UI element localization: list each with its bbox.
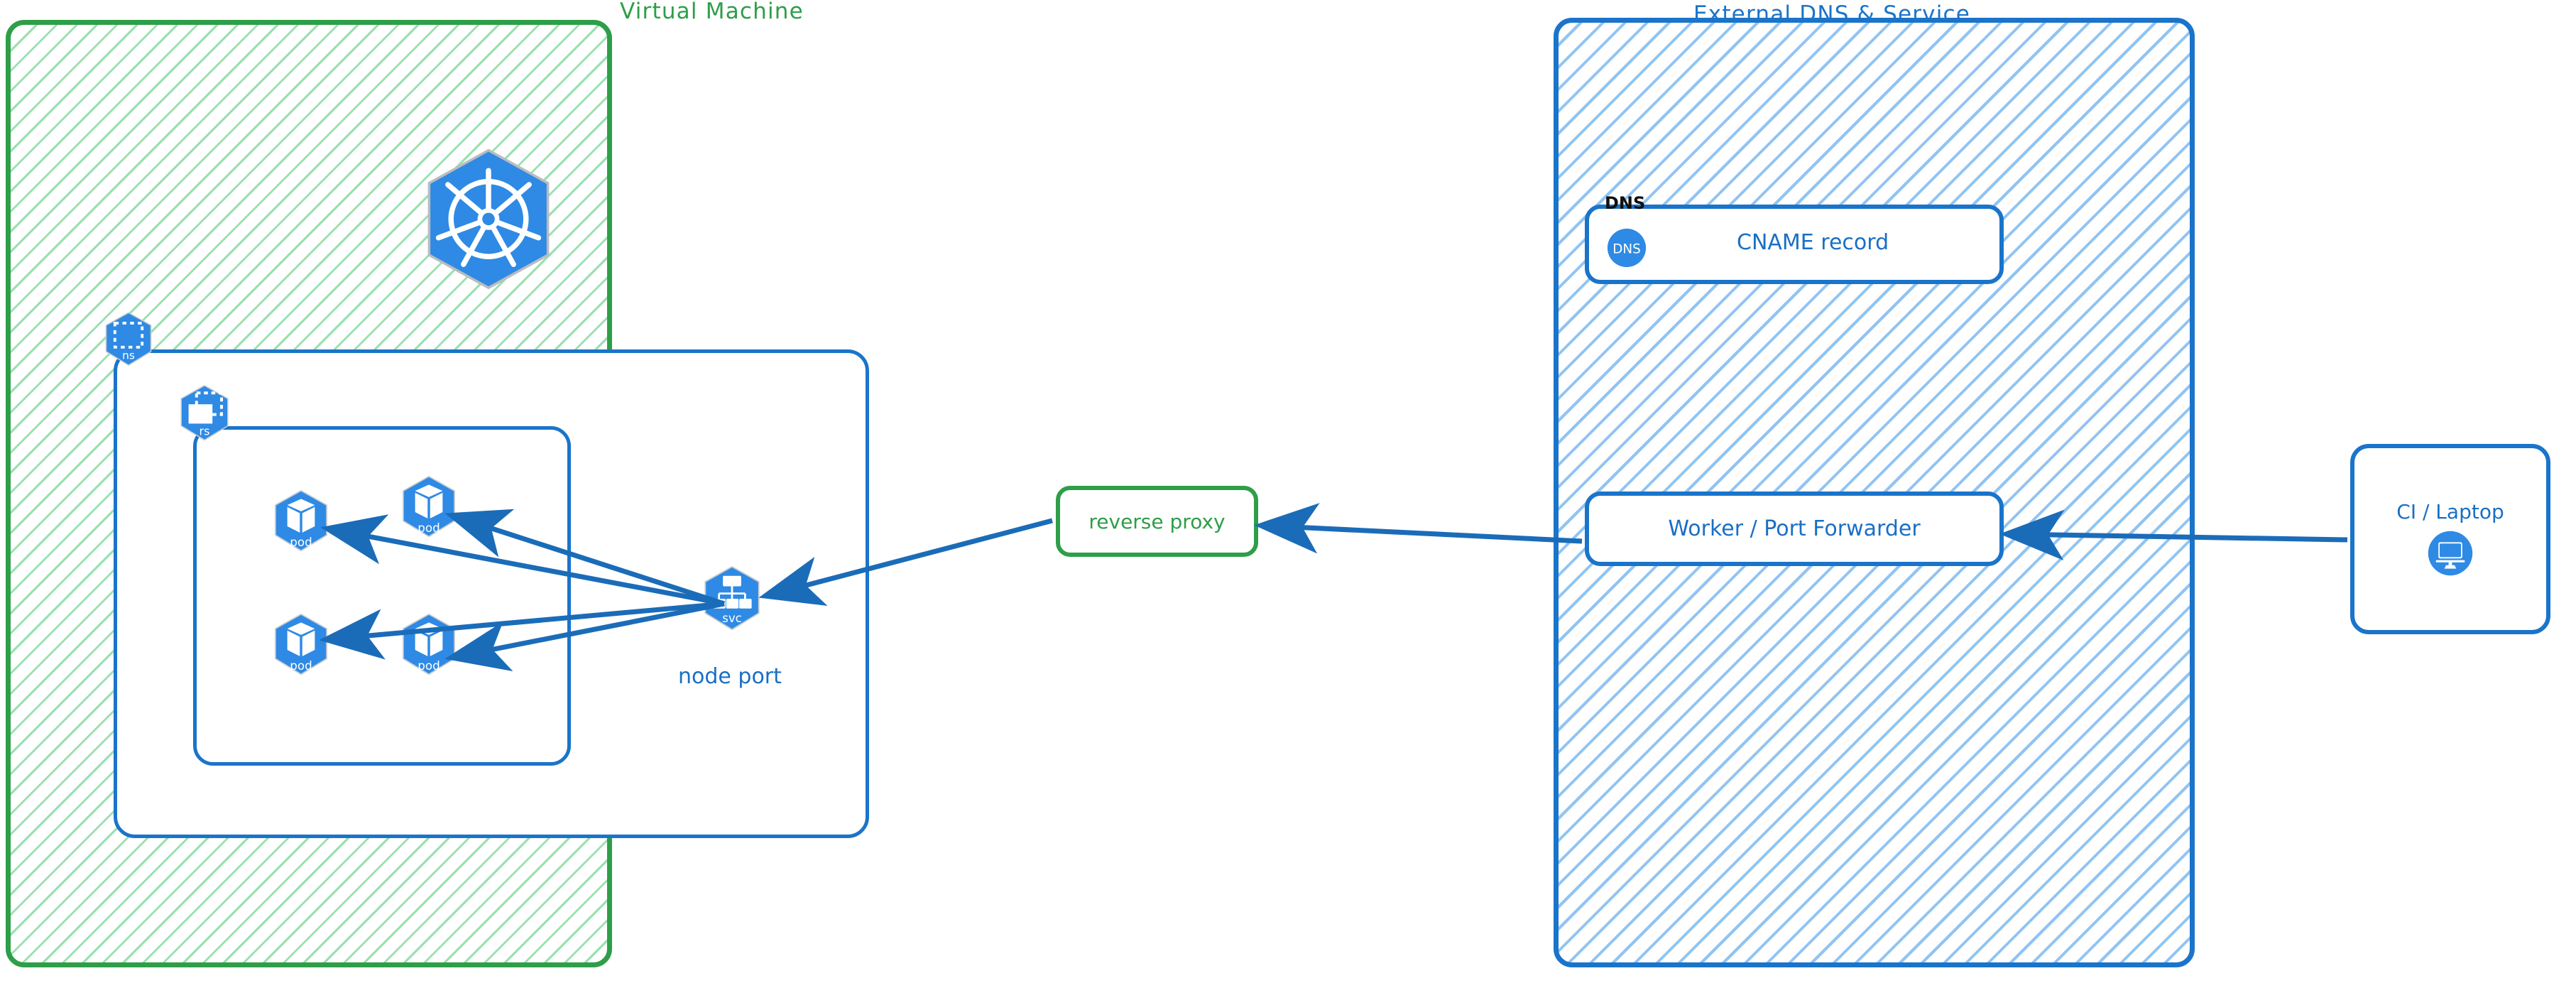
- ci-laptop-box[interactable]: CI / Laptop: [2350, 444, 2550, 634]
- pod-3: pod: [270, 612, 332, 678]
- svg-text:pod: pod: [417, 521, 440, 535]
- pod-1: pod: [270, 489, 332, 554]
- svg-text:pod: pod: [290, 535, 312, 549]
- pod-4: pod: [398, 612, 460, 678]
- dns-corner-label: DNS: [1605, 193, 1646, 213]
- zone-title-virtual-machine: Virtual Machine: [620, 0, 804, 24]
- node-port-caption: node port: [678, 664, 782, 689]
- worker-port-forwarder-box[interactable]: Worker / Port Forwarder: [1585, 492, 2004, 566]
- reverse-proxy-label: reverse proxy: [1088, 509, 1226, 533]
- svg-text:ns: ns: [122, 349, 135, 362]
- pod-2: pod: [398, 474, 460, 540]
- svg-text:pod: pod: [290, 658, 312, 673]
- ci-laptop-label: CI / Laptop: [2396, 499, 2504, 523]
- replicaset-container: [193, 426, 571, 766]
- cname-record-label: CNAME record: [1737, 230, 1889, 255]
- reverse-proxy-box[interactable]: reverse proxy: [1056, 486, 1258, 557]
- dns-circle-icon: DNS: [1606, 227, 1647, 268]
- replicaset-badge: rs: [176, 384, 233, 443]
- svg-text:DNS: DNS: [1612, 242, 1641, 257]
- namespace-badge: ns: [101, 311, 156, 368]
- svg-text:svc: svc: [722, 612, 742, 625]
- kubernetes-logo-icon: [410, 146, 567, 302]
- monitor-icon: [2425, 528, 2476, 579]
- worker-port-forwarder-label: Worker / Port Forwarder: [1668, 516, 1921, 541]
- arrow-worker-to-reverse-proxy: [1254, 503, 1583, 554]
- dns-cname-box[interactable]: DNS DNS CNAME record: [1585, 193, 2004, 284]
- svg-text:rs: rs: [200, 424, 210, 438]
- service-badge: svc: [699, 565, 765, 633]
- svg-text:pod: pod: [417, 658, 440, 673]
